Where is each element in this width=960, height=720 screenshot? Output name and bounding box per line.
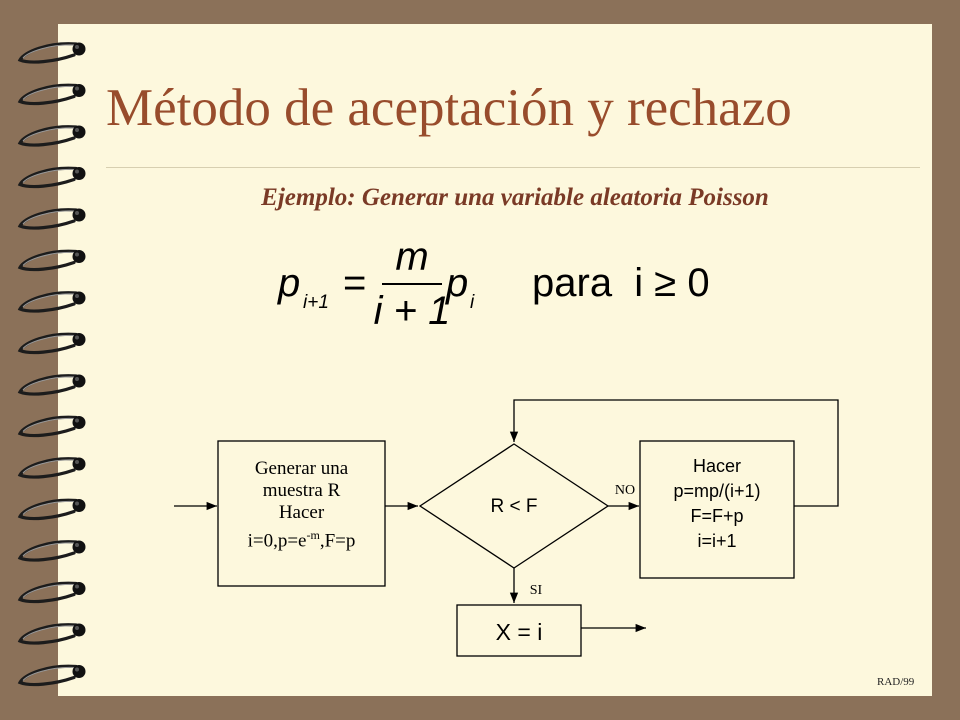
update-line-2: p=mp/(i+1) [673, 481, 761, 501]
update-line-4: i=i+1 [697, 531, 737, 551]
binding-ring [17, 291, 86, 313]
formula-rhs-base: p [445, 261, 468, 305]
init-line-4: i=0,p=e-m,F=p [218, 524, 385, 552]
init-line-4-exponent: -m [306, 528, 320, 542]
binding-ring [17, 415, 86, 438]
binding-ring [17, 581, 86, 604]
binding-ring [17, 498, 86, 521]
binding-ring [17, 332, 86, 355]
binding-ring [17, 42, 86, 64]
binding-ring [17, 623, 86, 645]
update-line-1: Hacer [692, 456, 741, 476]
decision-label: R < F [490, 496, 538, 517]
binding-ring [17, 457, 86, 479]
binding-ring [17, 664, 86, 687]
formula-lhs-subscript: i+1 [303, 292, 329, 313]
edge-label-no: NO [614, 483, 636, 498]
slide-title: Método de aceptación y rechazo [106, 79, 792, 137]
binding-ring [17, 208, 86, 230]
title-divider [106, 167, 920, 168]
poisson-recurrence-formula: p i+1 = m i + 1 p i para i ≥ 0 [277, 235, 710, 333]
slide-canvas [58, 24, 932, 696]
formula-equals: = [343, 261, 366, 305]
binding-ring [17, 540, 86, 562]
init-line-4-post: ,F=p [319, 530, 356, 552]
binding-ring [17, 125, 86, 147]
binding-ring [17, 83, 86, 106]
init-box-text: Generar una muestra R Hacer i=0,p=e-m,F=… [218, 458, 385, 552]
init-box [217, 440, 386, 587]
loop-back-line [509, 399, 839, 507]
update-box-text: Hacer p=mp/(i+1) F=F+p i=i+1 [640, 454, 794, 554]
formula-denominator: i + 1 [374, 289, 451, 333]
slide-subtitle: Ejemplo: Generar una variable aleatoria … [261, 184, 769, 211]
init-line-1: Generar una [254, 458, 349, 479]
output-label: X = i [495, 619, 543, 645]
edge-label-si: SI [529, 583, 543, 598]
output-box [456, 604, 582, 657]
init-line-2: muestra R [262, 480, 341, 501]
spiral-binding [17, 42, 86, 687]
formula-condition: para i ≥ 0 [532, 261, 710, 305]
binding-ring [17, 166, 86, 189]
update-line-3: F=F+p [690, 506, 744, 526]
slide-footer: RAD/99 [877, 676, 915, 688]
init-line-3: Hacer [278, 502, 325, 523]
init-line-4-pre: i=0,p=e [247, 530, 307, 552]
binding-ring [17, 249, 86, 272]
formula-numerator: m [395, 235, 428, 279]
binding-ring [17, 374, 86, 396]
update-box [639, 440, 795, 579]
formula-lhs-base: p [277, 261, 300, 305]
formula-rhs-subscript: i [470, 292, 475, 313]
